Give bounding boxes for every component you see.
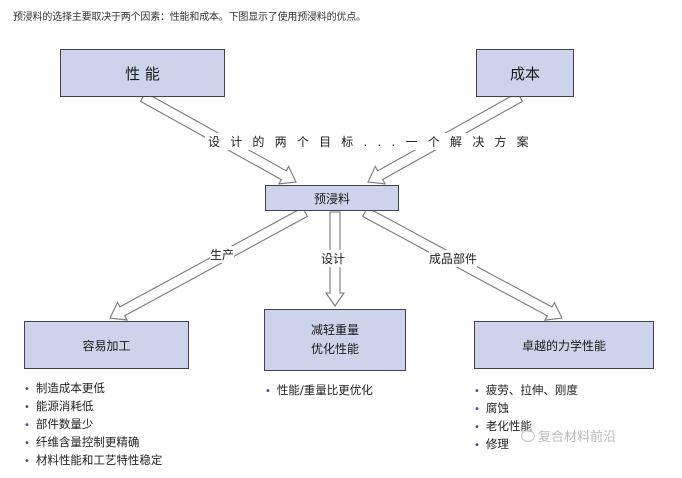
weight-bullets: 性能/重量比更优化 bbox=[265, 382, 373, 400]
list-item: 制造成本更低 bbox=[24, 380, 162, 398]
performance-label: 性 能 bbox=[125, 64, 160, 83]
weight-line-1: 减轻重量 bbox=[310, 323, 359, 337]
easy-processing-box: 容易加工 bbox=[24, 321, 189, 369]
list-item: 性能/重量比更优化 bbox=[265, 382, 373, 400]
weight-reduction-box: 减轻重量 优化性能 bbox=[264, 309, 406, 371]
watermark-text: 复合材料前沿 bbox=[538, 430, 617, 445]
watermark: 复合材料前沿 bbox=[521, 426, 616, 445]
production-label: 生产 bbox=[210, 246, 235, 263]
mechanical-bullets: 疲劳、拉伸、刚度 腐蚀 老化性能 修理 bbox=[474, 382, 578, 454]
arrow-prepreg-to-easy bbox=[109, 206, 309, 321]
easy-bullets: 制造成本更低 能源消耗低 部件数量少 纤维含量控制更精确 材料性能和工艺特性稳定 bbox=[24, 380, 163, 470]
performance-box: 性 能 bbox=[60, 49, 225, 97]
cost-box: 成本 bbox=[476, 49, 574, 97]
list-item: 材料性能和工艺特性稳定 bbox=[24, 452, 163, 470]
prepreg-label: 预浸料 bbox=[313, 191, 350, 206]
list-item: 能源消耗低 bbox=[24, 398, 162, 416]
list-item: 老化性能 bbox=[474, 418, 578, 436]
list-item: 修理 bbox=[474, 436, 578, 454]
mechanical-label: 卓越的力学性能 bbox=[521, 338, 606, 353]
design-label: 设计 bbox=[321, 250, 346, 267]
weight-line-2: 优化性能 bbox=[310, 342, 359, 356]
design-goals-label: 设 计 的 两 个 目 标 . . . 一 个 解 决 方 案 bbox=[205, 133, 535, 150]
wechat-icon bbox=[521, 429, 535, 442]
intro-text: 预浸料的选择主要取决于两个因素：性能和成本。下图显示了使用预浸料的优点。 bbox=[13, 12, 366, 23]
list-item: 腐蚀 bbox=[474, 400, 578, 418]
list-item: 纤维含量控制更精确 bbox=[24, 434, 162, 452]
mechanical-box: 卓越的力学性能 bbox=[474, 321, 654, 369]
list-item: 疲劳、拉伸、刚度 bbox=[474, 382, 578, 400]
prepreg-box: 预浸料 bbox=[265, 185, 399, 211]
list-item: 部件数量少 bbox=[24, 416, 162, 434]
cost-label: 成本 bbox=[509, 64, 540, 83]
finished-parts-label: 成品部件 bbox=[429, 250, 478, 267]
easy-processing-label: 容易加工 bbox=[82, 338, 131, 353]
